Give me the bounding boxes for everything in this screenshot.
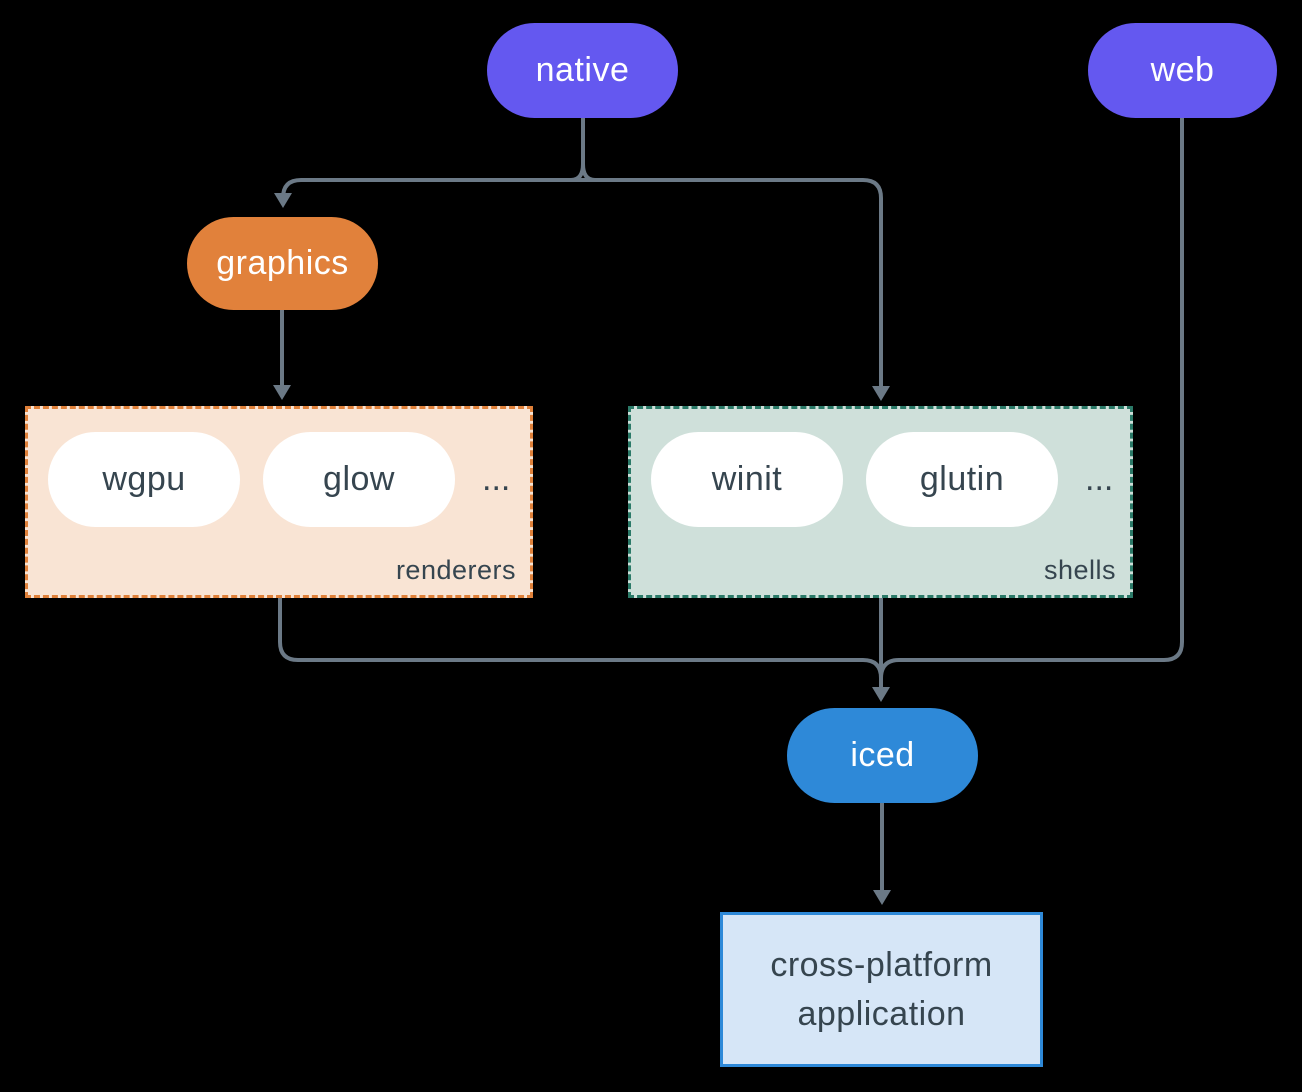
pill-glutin: glutin xyxy=(866,432,1058,527)
edge-native-rail xyxy=(281,178,883,386)
pill-glow: glow xyxy=(263,432,455,527)
node-cross-platform-application: cross-platform application xyxy=(720,912,1043,1067)
node-graphics: graphics xyxy=(187,217,378,310)
renderers-group-label: renderers xyxy=(395,555,516,585)
edge-native-split-right-fillet xyxy=(581,163,596,182)
shells-ellipsis: ... xyxy=(1085,460,1114,498)
group-shells: winit glutin ... shells xyxy=(628,406,1133,598)
arrowhead-into-graphics xyxy=(274,193,292,208)
node-iced: iced xyxy=(787,708,978,803)
arrowhead-into-iced xyxy=(872,687,890,702)
node-web: web xyxy=(1088,23,1277,118)
pill-winit: winit xyxy=(651,432,843,527)
renderers-ellipsis: ... xyxy=(482,460,511,498)
node-native: native xyxy=(487,23,678,118)
shells-group-label: shells xyxy=(1043,555,1116,585)
arrowhead-into-shells xyxy=(872,386,890,401)
edge-web-merge xyxy=(879,118,1184,679)
pill-wgpu: wgpu xyxy=(48,432,240,527)
arrowhead-into-application xyxy=(873,890,891,905)
renderers-items: wgpu glow ... xyxy=(48,432,510,527)
shells-items: winit glutin ... xyxy=(651,432,1113,527)
edge-renderers-merge xyxy=(278,598,883,679)
group-renderers: wgpu glow ... renderers xyxy=(25,406,533,598)
arrowhead-into-renderers xyxy=(273,385,291,400)
